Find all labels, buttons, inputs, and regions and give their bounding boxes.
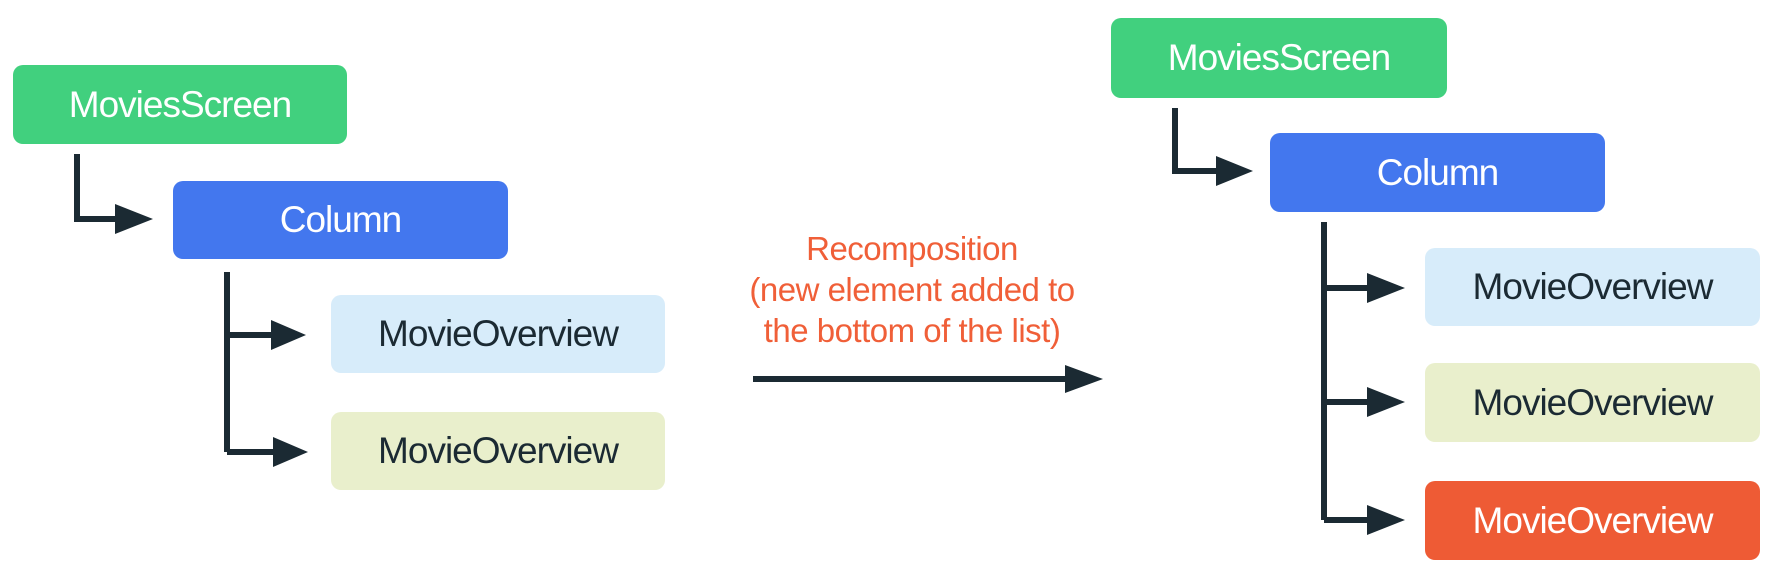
right-node-movieoverview-1: MovieOverview: [1425, 248, 1760, 326]
right-column-to-children-connector: [1321, 222, 1405, 535]
arrowhead-icon: [115, 204, 153, 234]
left-node-moviesscreen: MoviesScreen: [13, 65, 347, 144]
left-moviesscreen-to-column-connector: [74, 154, 153, 234]
connector-line: [74, 154, 117, 222]
caption-line-3: the bottom of the list): [763, 312, 1061, 349]
arrowhead-icon: [271, 320, 306, 350]
right-node-movieoverview-2: MovieOverview: [1425, 363, 1760, 442]
left-node-column: Column: [173, 181, 508, 259]
arrowhead-icon: [1065, 365, 1103, 393]
right-moviesscreen-to-column-connector: [1172, 108, 1253, 186]
left-node-movieoverview-1: MovieOverview: [331, 295, 665, 373]
left-node-movieoverview-2: MovieOverview: [331, 412, 665, 490]
connector-line: [224, 272, 274, 455]
left-column-to-children-connector: [224, 272, 308, 467]
right-node-column: Column: [1270, 133, 1605, 212]
recomposition-caption: Recomposition (new element added to the …: [692, 228, 1132, 351]
arrowhead-icon: [1367, 273, 1405, 303]
recomposition-arrow: [753, 365, 1103, 393]
right-node-moviesscreen: MoviesScreen: [1111, 18, 1447, 98]
arrowhead-icon: [273, 437, 308, 467]
connector-line: [1172, 108, 1217, 174]
arrowhead-icon: [1216, 156, 1253, 186]
arrowhead-icon: [1367, 505, 1405, 535]
caption-line-2: (new element added to: [749, 271, 1075, 308]
arrowhead-icon: [1367, 387, 1405, 417]
caption-line-1: Recomposition: [806, 230, 1018, 267]
connector-line: [1321, 222, 1369, 523]
right-node-movieoverview-new: MovieOverview: [1425, 481, 1760, 560]
